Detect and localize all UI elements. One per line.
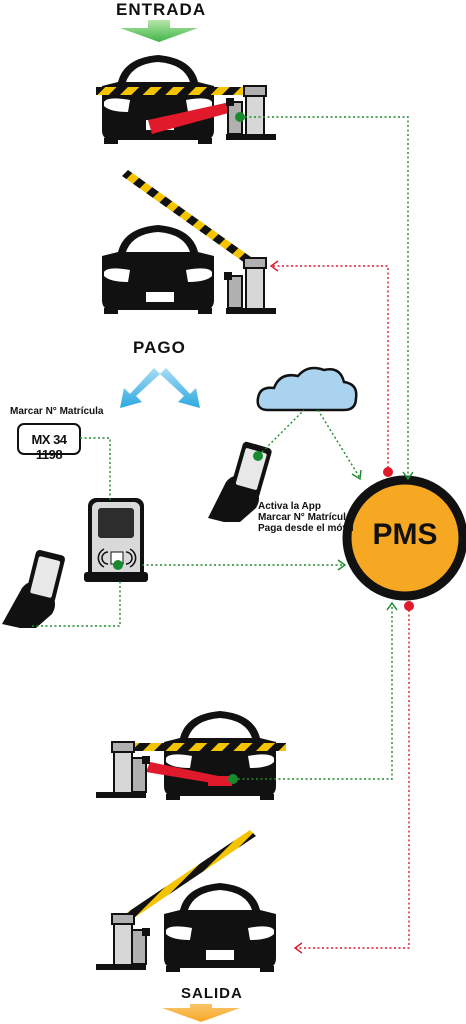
payment-terminal — [84, 498, 148, 582]
entrada-arrow — [120, 20, 198, 42]
entry-car-open — [102, 225, 214, 314]
hand-phone-left-icon — [2, 549, 65, 628]
license-plate — [17, 423, 81, 455]
app-green-node — [253, 451, 263, 461]
pms-red-node-bottom — [404, 601, 414, 611]
entrada-label: ENTRADA — [116, 0, 207, 19]
terminal-green-node — [113, 560, 123, 570]
exit-barrier-post-2 — [96, 913, 150, 970]
entry-barrier-arm-closed — [96, 87, 252, 95]
entry-sensor-beam — [148, 102, 232, 134]
salida-label: SALIDA — [181, 985, 243, 1002]
entry-green-node — [235, 112, 245, 122]
connector-pms-to-exit-barrier — [296, 610, 410, 949]
entry-barrier-post-2 — [224, 257, 276, 314]
connector-app-to-cloud — [261, 409, 305, 453]
entry-barrier-post — [226, 85, 276, 140]
exit-car-closed — [164, 711, 276, 800]
exit-car-open — [164, 883, 276, 972]
exit-barrier-arm-open — [116, 830, 256, 926]
pago-arrow-right — [160, 368, 200, 408]
entry-barrier-arm-open — [122, 170, 258, 268]
app-line-1: Activa la App — [258, 501, 321, 512]
connector-exit-to-pms — [238, 604, 393, 780]
pms-red-node-top — [383, 467, 393, 477]
connector-phone-to-terminal — [32, 580, 121, 627]
pms-label: PMS — [372, 518, 438, 551]
app-line-3: Paga desde el móvil — [258, 523, 354, 534]
pago-label: PAGO — [133, 338, 186, 357]
connector-entry-to-pms — [245, 116, 409, 478]
marcar-matricula-label: Marcar N° Matrícula — [10, 406, 104, 417]
salida-arrow — [162, 1004, 240, 1022]
exit-barrier-post — [96, 741, 150, 798]
exit-plate-red — [208, 776, 232, 786]
pms-node — [342, 475, 466, 601]
pago-arrow-left — [120, 368, 160, 408]
connector-cloud-to-pms — [317, 409, 361, 479]
connector-pms-to-entry-barrier — [272, 265, 389, 468]
cloud-icon — [256, 366, 358, 412]
app-line-2: Marcar N° Matrícula — [258, 512, 352, 523]
connector-plate-to-terminal — [80, 437, 111, 500]
exit-green-node — [228, 774, 238, 784]
exit-barrier-arm-closed — [122, 743, 286, 751]
app-instructions: Activa la App Marcar N° Matrícula Paga d… — [258, 501, 354, 534]
plate-number-text: MX 34 1198 — [31, 432, 67, 462]
